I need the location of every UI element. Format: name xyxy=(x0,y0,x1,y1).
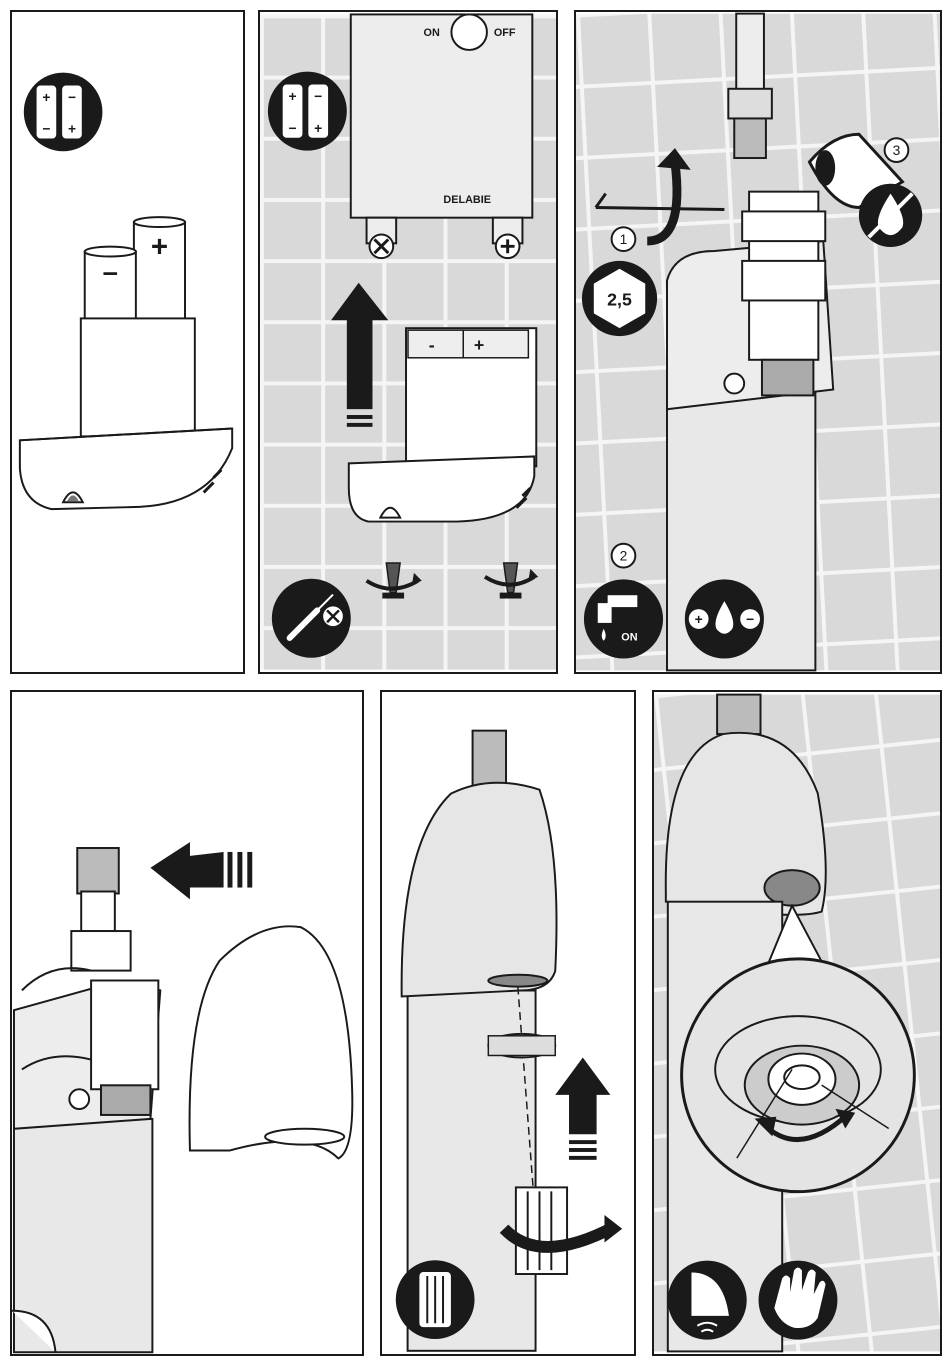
switch-off-label: OFF xyxy=(494,27,516,39)
battery-icon: + − − + xyxy=(268,72,347,151)
svg-text:+: + xyxy=(42,90,50,105)
tap-on-label: ON xyxy=(621,632,637,644)
battery-icon: + − − + xyxy=(24,73,103,152)
arrow-left-icon xyxy=(150,842,252,899)
battery-pack-illustration: + − − + – + xyxy=(12,12,243,672)
arrow-up-icon xyxy=(555,1057,610,1159)
svg-text:−: − xyxy=(68,90,76,105)
fit-cover-illustration xyxy=(12,692,362,1354)
hex-size-label: 2,5 xyxy=(607,289,632,309)
switch-on-label: ON xyxy=(424,27,440,39)
svg-text:−: − xyxy=(746,611,754,627)
step-panel-insert-batteries: ON OFF DELABIE - + xyxy=(258,10,558,674)
svg-text:+: + xyxy=(68,122,76,137)
step-panel-fit-cover xyxy=(10,690,364,1356)
svg-text:+: + xyxy=(314,120,322,136)
minus-label: – xyxy=(103,256,118,287)
step-panel-flow-adjust: 1 2,5 3 2 ON xyxy=(574,10,942,674)
step-panel-filter-cleaning xyxy=(380,690,636,1356)
flow-adjust-icon: + − xyxy=(685,579,764,658)
svg-text:−: − xyxy=(42,122,50,137)
hand-icon xyxy=(759,1261,838,1340)
no-water-icon xyxy=(859,184,922,247)
svg-text:−: − xyxy=(289,120,297,136)
hex-key-icon: 2,5 xyxy=(582,261,657,336)
step-panel-battery-pack: + − − + – + xyxy=(10,10,245,674)
screwdriver-forbidden-icon xyxy=(272,579,351,658)
flow-adjust-illustration: 1 2,5 3 2 ON xyxy=(576,12,940,672)
svg-text:+: + xyxy=(289,88,297,104)
minus-label: - xyxy=(429,335,435,355)
insert-batteries-illustration: ON OFF DELABIE - + xyxy=(260,12,556,672)
tap-on-icon: ON xyxy=(584,579,663,658)
step-1-label: 1 xyxy=(620,231,628,247)
step-3-label: 3 xyxy=(893,142,901,158)
sensor-zone-icon xyxy=(668,1261,747,1340)
step-panel-sensor-check xyxy=(652,690,942,1356)
plus-label: + xyxy=(474,335,484,355)
filter-cleaning-illustration xyxy=(382,692,634,1354)
step-2-label: 2 xyxy=(620,548,628,564)
sensor-check-illustration xyxy=(654,692,940,1354)
filter-icon xyxy=(396,1260,475,1339)
plus-label: + xyxy=(151,230,168,263)
svg-text:−: − xyxy=(314,88,322,104)
svg-text:+: + xyxy=(695,611,703,627)
brand-label: DELABIE xyxy=(443,194,491,206)
